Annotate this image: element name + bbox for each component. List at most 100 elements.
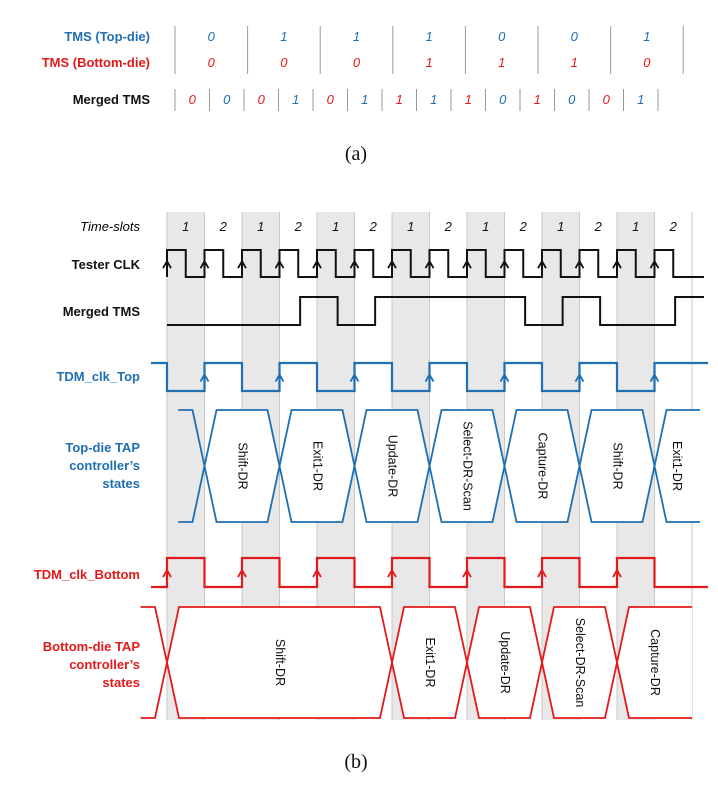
time-slot-0: 1 <box>182 219 189 234</box>
top-state-6: Exit1-DR <box>670 441 684 491</box>
top-state-0: Shift-DR <box>236 442 250 489</box>
merged-tms-label: Merged TMS <box>73 92 151 107</box>
merged-bit-2: 0 <box>258 92 266 107</box>
tms-bottom-bit-2: 0 <box>353 55 361 70</box>
bottom-lead <box>140 606 168 719</box>
merged-bit-12: 0 <box>603 92 611 107</box>
top-states-label-3: states <box>102 476 140 491</box>
time-slot-5: 2 <box>369 219 378 234</box>
top-state-3: Select-DR-Scan <box>461 421 475 511</box>
top-state-box-6 <box>653 409 700 523</box>
bottom-states-label-2: controller’s <box>69 657 140 672</box>
tester-clk-edge-7 <box>424 259 435 269</box>
merged-bit-6: 1 <box>396 92 403 107</box>
tdm-clk-bottom-edge-6 <box>612 568 622 578</box>
tms-top-bit-4: 0 <box>498 29 506 44</box>
merged-bit-10: 1 <box>534 92 541 107</box>
top-state-1: Exit1-DR <box>311 441 325 491</box>
tdm-clk-top-edge-4 <box>499 372 510 383</box>
top-state-5: Shift-DR <box>611 442 625 489</box>
tms-top-bit-2: 1 <box>353 29 360 44</box>
top-state-2: Update-DR <box>386 435 400 498</box>
time-slot-4: 1 <box>332 219 339 234</box>
bottom-state-3: Select-DR-Scan <box>573 618 587 708</box>
time-slot-9: 2 <box>519 219 528 234</box>
merged-bit-7: 1 <box>430 92 437 107</box>
tdm-clk-bottom-edge-4 <box>462 568 472 578</box>
tdm-clk-bottom-edge-1 <box>237 568 247 578</box>
tms-bottom-bit-3: 1 <box>425 55 432 70</box>
bottom-state-box-4 <box>616 606 692 719</box>
tester-clk-edge-1 <box>199 259 210 269</box>
merged-bit-9: 0 <box>499 92 507 107</box>
time-slot-6: 1 <box>407 219 414 234</box>
tms-bottom-bit-4: 1 <box>498 55 505 70</box>
tester-clk-edge-0 <box>162 259 172 269</box>
tms-top-bit-5: 0 <box>571 29 579 44</box>
tms-bottom-bit-6: 0 <box>643 55 651 70</box>
tester-clk-edge-3 <box>274 259 285 269</box>
tms-bottom-bit-1: 0 <box>280 55 288 70</box>
tms-bottom-bit-5: 1 <box>571 55 578 70</box>
tdm-clk-top-edge-2 <box>349 372 360 383</box>
tester-clk-edge-10 <box>537 259 547 269</box>
tester-clk-label: Tester CLK <box>72 257 141 272</box>
tdm-clk-top-edge-0 <box>199 372 210 383</box>
merged-bit-5: 1 <box>361 92 368 107</box>
tdm-clk-bottom-edge-2 <box>312 568 322 578</box>
merged-tms-wave <box>167 296 704 326</box>
bottom-states-label-1: Bottom-die TAP <box>43 639 141 654</box>
merged-bit-3: 1 <box>292 92 299 107</box>
tester-clk-edge-4 <box>312 259 322 269</box>
tms-top-bit-6: 1 <box>643 29 650 44</box>
bottom-state-0: Shift-DR <box>273 639 287 686</box>
time-slot-8: 1 <box>482 219 489 234</box>
top-states-label-2: controller’s <box>69 458 140 473</box>
tdm-clk-top-edge-5 <box>574 372 585 383</box>
tms-bottom-label: TMS (Bottom-die) <box>42 55 150 70</box>
tms-top-label: TMS (Top-die) <box>64 29 150 44</box>
tdm-clk-bottom-edge-3 <box>387 568 397 578</box>
tester-clk-wave <box>166 249 704 278</box>
time-slot-12: 1 <box>632 219 639 234</box>
tms-bottom-bit-0: 0 <box>208 55 216 70</box>
tdm-clk-top-label: TDM_clk_Top <box>56 369 140 384</box>
time-slot-2: 1 <box>257 219 264 234</box>
tdm-clk-bottom-edge-0 <box>162 568 172 578</box>
tdm-clk-top-edge-1 <box>274 372 285 383</box>
caption-a: (a) <box>345 143 367 165</box>
time-slots-label: Time-slots <box>80 219 140 234</box>
tdm-clk-bottom-label: TDM_clk_Bottom <box>34 567 140 582</box>
tester-clk-edge-11 <box>574 259 585 269</box>
top-states-label-1: Top-die TAP <box>65 440 140 455</box>
part-b-timing: Time-slots Tester CLK Merged TMS TDM_clk… <box>34 212 708 773</box>
time-slot-7: 2 <box>444 219 453 234</box>
merged-bit-11: 0 <box>568 92 576 107</box>
bottom-state-4: Capture-DR <box>648 629 662 696</box>
tester-clk-edge-2 <box>237 259 247 269</box>
bottom-states-label-3: states <box>102 675 140 690</box>
tdm-clk-top-edge-3 <box>424 372 435 383</box>
tester-clk-edge-5 <box>349 259 360 269</box>
top-state-4: Capture-DR <box>536 433 550 500</box>
time-slot-13: 2 <box>669 219 678 234</box>
part-a-tms-table: TMS (Top-die) TMS (Bottom-die) Merged TM… <box>42 26 684 165</box>
tms-top-bit-1: 1 <box>280 29 287 44</box>
tester-clk-edge-9 <box>499 259 510 269</box>
tdm-clk-bottom-edge-5 <box>537 568 547 578</box>
tester-clk-edge-13 <box>649 259 660 269</box>
time-slot-11: 2 <box>594 219 603 234</box>
time-slot-1: 2 <box>219 219 228 234</box>
merged-bit-4: 0 <box>327 92 335 107</box>
merged-bit-1: 0 <box>223 92 231 107</box>
tdm-clk-top-edge-6 <box>649 372 660 383</box>
tms-top-bit-0: 0 <box>208 29 216 44</box>
merged-bit-8: 1 <box>465 92 472 107</box>
tester-clk-edge-12 <box>612 259 622 269</box>
caption-b: (b) <box>344 751 367 773</box>
merged-tms-wave-label: Merged TMS <box>63 304 141 319</box>
tester-clk-edge-6 <box>387 259 397 269</box>
bottom-state-2: Update-DR <box>498 631 512 694</box>
merged-bit-0: 0 <box>189 92 197 107</box>
